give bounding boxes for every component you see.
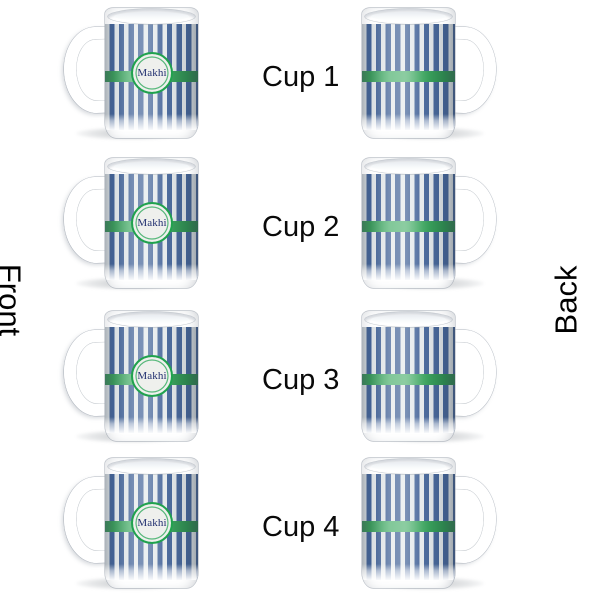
mug-body xyxy=(362,311,455,441)
base-fade xyxy=(362,564,455,580)
mug-back-preview[interactable] xyxy=(360,8,498,140)
cup-caption: Cup 4 xyxy=(262,511,340,543)
mug-pattern-area xyxy=(362,24,455,130)
mug-rim-inner xyxy=(114,315,189,324)
monogram-medallion: Makhi xyxy=(131,355,173,397)
mug-body: Makhi xyxy=(105,158,198,288)
mug-body-wrap: Makhi xyxy=(105,458,198,588)
monogram-medallion: Makhi xyxy=(131,202,173,244)
mug-rim-inner xyxy=(371,162,446,171)
monogram-text: Makhi xyxy=(137,516,167,529)
mug-pattern-area xyxy=(362,174,455,280)
mug-rim-inner xyxy=(114,162,189,171)
mug-row: Makhi Cup 3 xyxy=(0,311,600,461)
base-fade xyxy=(105,417,198,433)
mug-row: Makhi Cup 4 xyxy=(0,458,600,608)
base-fade xyxy=(105,564,198,580)
mug-rim-inner xyxy=(114,12,189,21)
mug-front-preview[interactable]: Makhi xyxy=(62,8,200,140)
mug-body-wrap: Makhi xyxy=(105,158,198,288)
cup-caption: Cup 3 xyxy=(262,364,340,396)
mug-rim-inner xyxy=(371,462,446,471)
mug-body-wrap xyxy=(362,458,455,588)
base-fade xyxy=(362,114,455,130)
monogram-text: Makhi xyxy=(137,216,167,229)
base-fade xyxy=(362,264,455,280)
mug-body-wrap xyxy=(362,158,455,288)
mug-body xyxy=(362,8,455,138)
mug-back-preview[interactable] xyxy=(360,458,498,590)
monogram-text: Makhi xyxy=(137,66,167,79)
mug-body: Makhi xyxy=(105,8,198,138)
ribbon-band xyxy=(362,71,455,82)
mug-body xyxy=(362,158,455,288)
mug-front-preview[interactable]: Makhi xyxy=(62,311,200,443)
mug-row: Makhi Cup 1 xyxy=(0,8,600,158)
base-fade xyxy=(105,114,198,130)
mug-rim-inner xyxy=(371,315,446,324)
monogram-medallion: Makhi xyxy=(131,52,173,94)
ribbon-band xyxy=(362,521,455,532)
mug-rim-inner xyxy=(114,462,189,471)
mug-body-wrap: Makhi xyxy=(105,8,198,138)
cup-caption: Cup 1 xyxy=(262,61,340,93)
monogram-text: Makhi xyxy=(137,369,167,382)
mug-pattern-area xyxy=(362,327,455,433)
mug-body-wrap xyxy=(362,311,455,441)
base-fade xyxy=(105,264,198,280)
mug-body-wrap: Makhi xyxy=(105,311,198,441)
mug-back-preview[interactable] xyxy=(360,311,498,443)
ribbon-band xyxy=(362,221,455,232)
monogram-medallion: Makhi xyxy=(131,502,173,544)
mug-body: Makhi xyxy=(105,458,198,588)
mug-body: Makhi xyxy=(105,311,198,441)
mug-body xyxy=(362,458,455,588)
mug-back-preview[interactable] xyxy=(360,158,498,290)
mug-body-wrap xyxy=(362,8,455,138)
mug-front-preview[interactable]: Makhi xyxy=(62,158,200,290)
ribbon-band xyxy=(362,374,455,385)
mug-pattern-area xyxy=(362,474,455,580)
mug-row: Makhi Cup 2 xyxy=(0,158,600,308)
mug-rim-inner xyxy=(371,12,446,21)
base-fade xyxy=(362,417,455,433)
cup-caption: Cup 2 xyxy=(262,211,340,243)
mug-front-preview[interactable]: Makhi xyxy=(62,458,200,590)
